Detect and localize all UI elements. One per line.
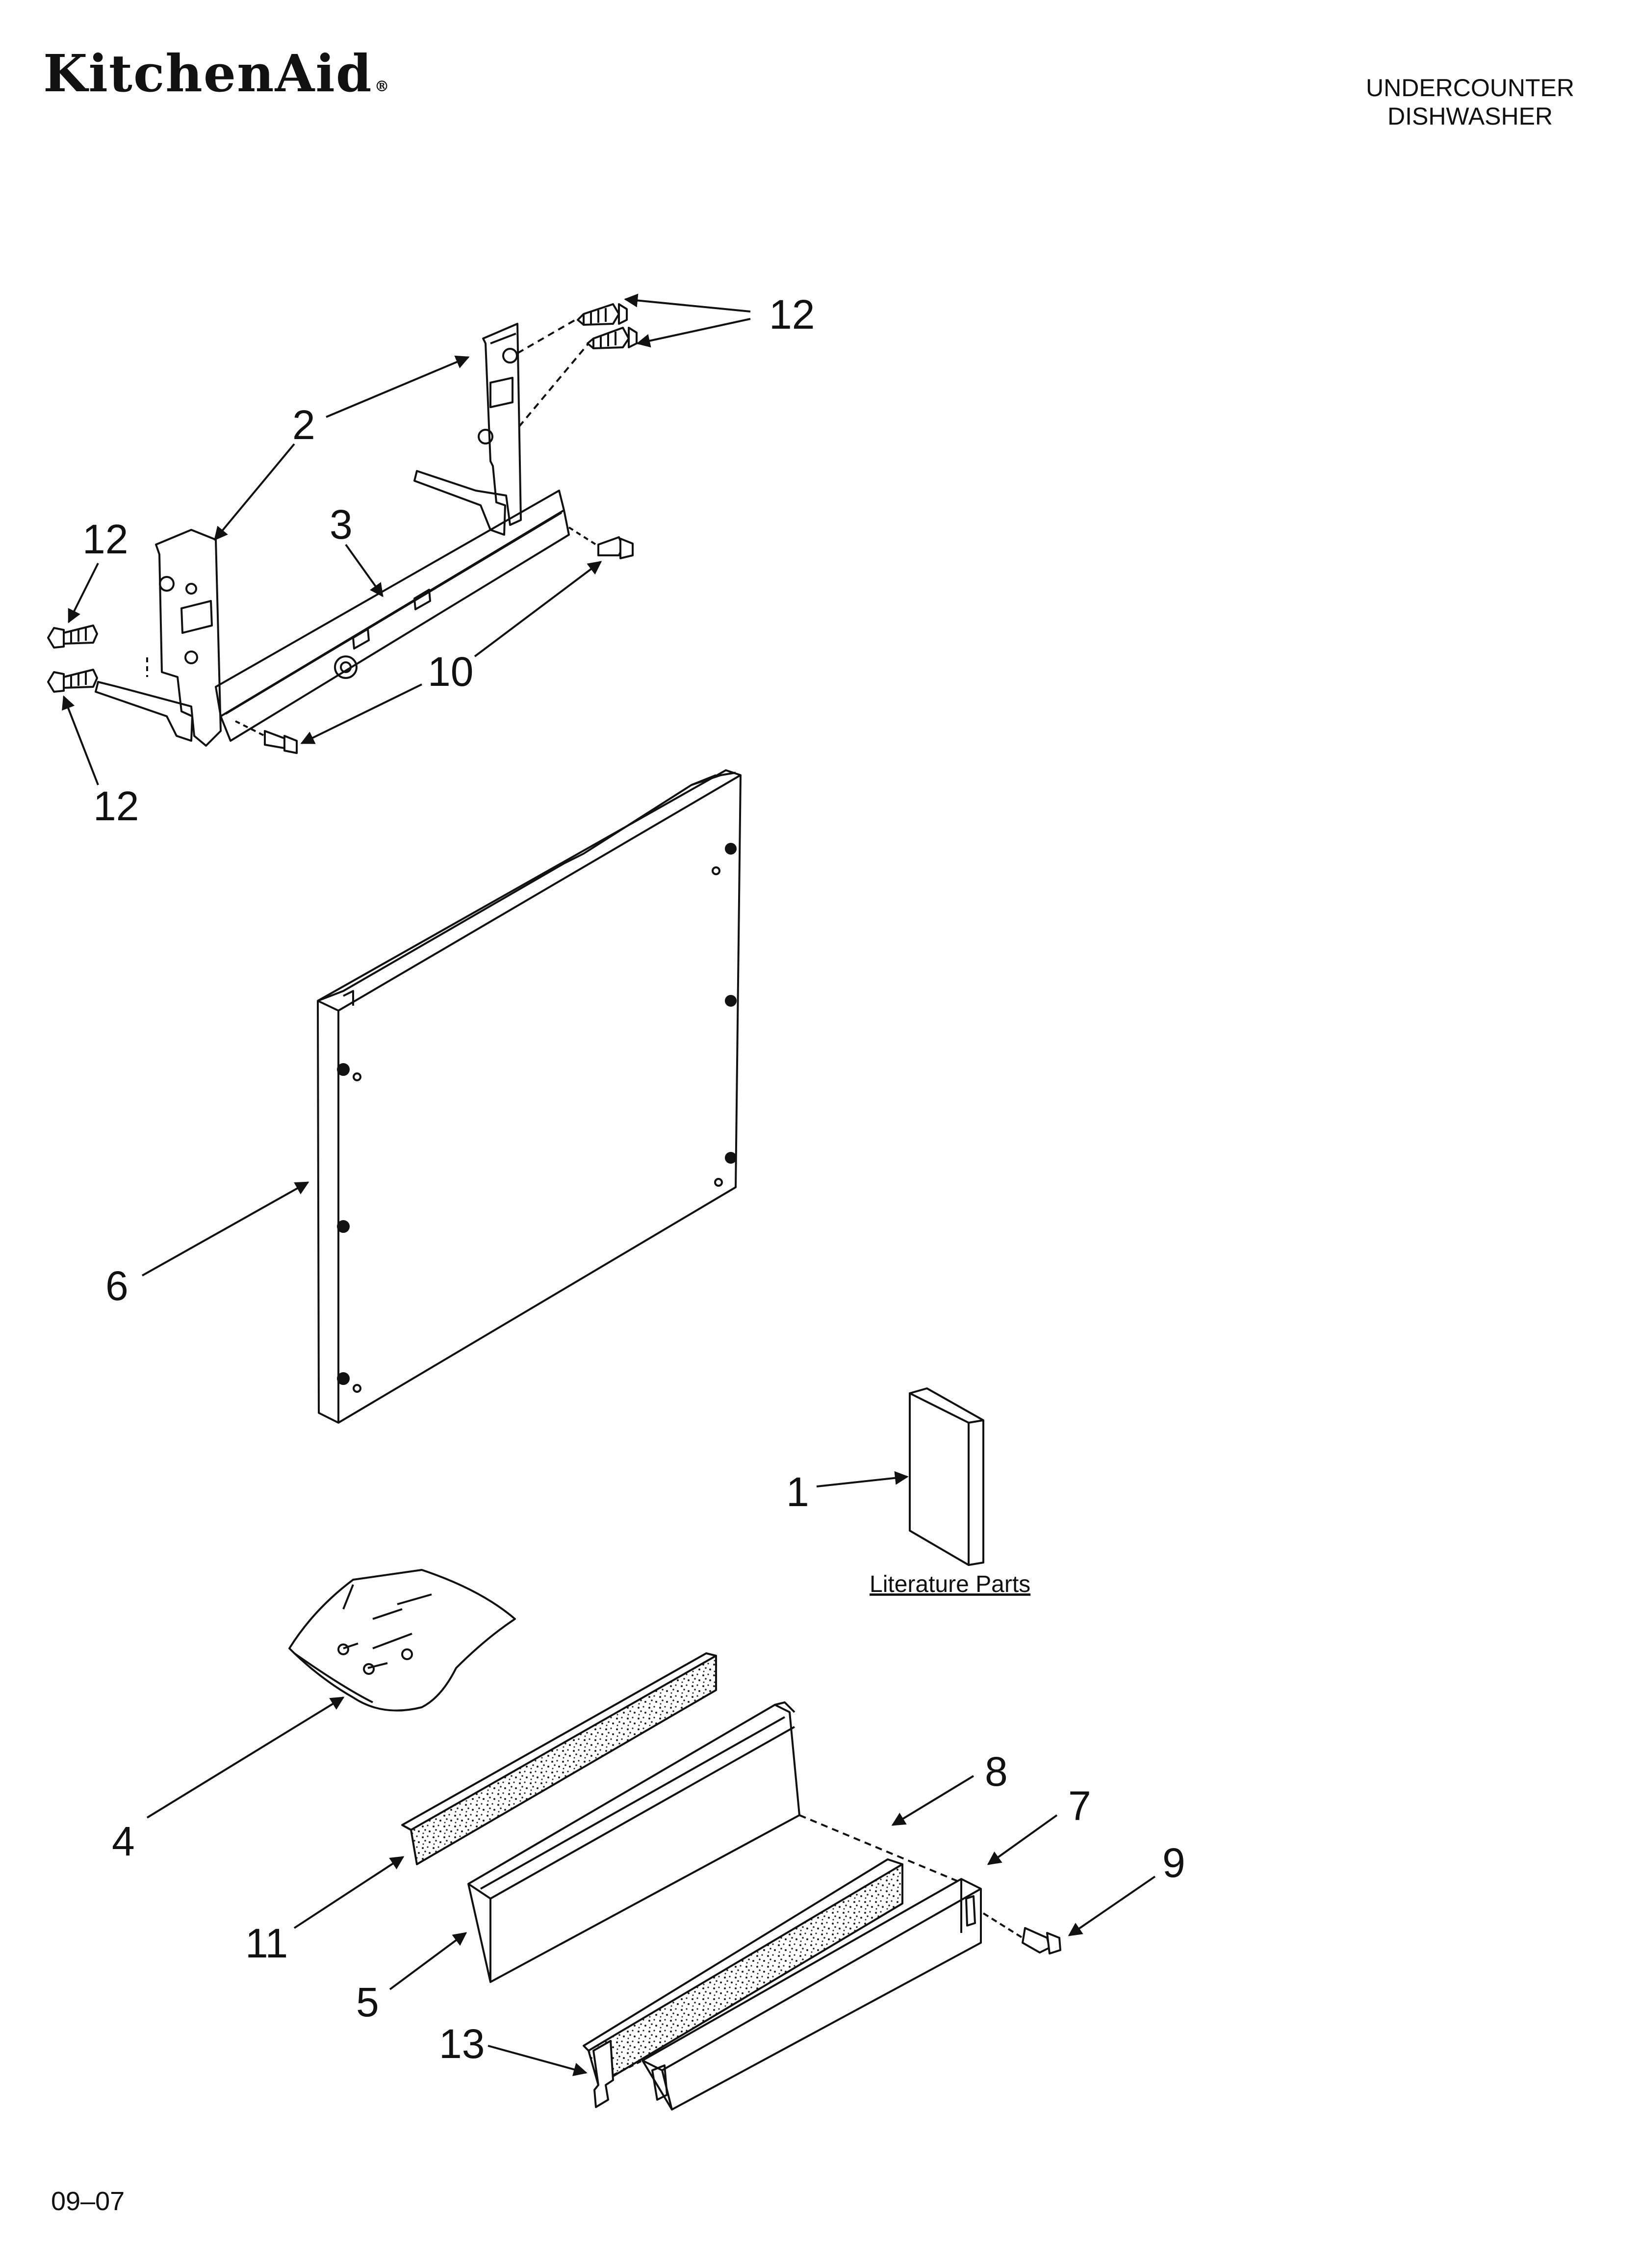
callout-1: 1 [786, 1469, 809, 1515]
callout-13: 13 [439, 2021, 485, 2067]
support-crossbar [215, 490, 570, 742]
callout-10: 10 [428, 649, 473, 695]
callout-12-top: 12 [769, 291, 815, 338]
parts-bag [288, 1569, 516, 1712]
leader-arrows [62, 293, 1156, 2076]
leader-1 [816, 1471, 909, 1487]
product-title: UNDERCOUNTER DISHWASHER [1366, 74, 1574, 130]
toe-panel [641, 1878, 982, 2111]
product-title-line2: DISHWASHER [1387, 103, 1553, 130]
leader-12a-2 [636, 318, 751, 348]
callout-3: 3 [330, 501, 353, 547]
callout-12-left-top: 12 [82, 516, 128, 562]
date-code: 09–07 [51, 2187, 125, 2216]
screw-crossbar-right [568, 526, 634, 559]
callout-5: 5 [356, 1979, 379, 2025]
screw-left-1 [47, 625, 98, 649]
leader-5 [389, 1932, 467, 1990]
leader-10b [300, 683, 422, 744]
brand-name: KitchenAid [43, 43, 373, 104]
leader-4 [146, 1696, 345, 1819]
callout-12-left-bottom: 12 [93, 783, 139, 829]
toe-panel-bracket [467, 1701, 800, 1983]
screw-upper-2 [587, 327, 638, 349]
insulation-strip-upper [401, 1652, 717, 1865]
toe-panel-screw [982, 1912, 1061, 1955]
callout-11: 11 [245, 1920, 288, 1966]
leader-13 [487, 2045, 588, 2076]
screw-upper-1 [577, 303, 628, 326]
leader-3 [345, 544, 384, 598]
callout-2: 2 [292, 402, 315, 448]
leader-12b [68, 563, 99, 624]
leader-11 [293, 1856, 405, 1929]
callout-9: 9 [1162, 1840, 1185, 1886]
leader-10a [474, 561, 602, 657]
leader-12a-1 [624, 293, 751, 313]
callout-7: 7 [1068, 1783, 1091, 1829]
leader-2b [214, 443, 295, 541]
leader-12c [62, 695, 99, 785]
left-mounting-bracket [95, 529, 222, 747]
leader-2a [326, 355, 470, 418]
screw-left-2 [47, 669, 98, 693]
brand-logo: KitchenAid® [43, 48, 390, 99]
leader-6 [142, 1181, 309, 1277]
leader-8 [891, 1775, 975, 1826]
registered-mark: ® [374, 78, 390, 95]
leader-9 [1068, 1876, 1156, 1936]
callout-4: 4 [112, 1818, 135, 1864]
callout-numbers: 12 2 3 12 10 12 6 1 4 8 7 9 11 5 13 Lite… [82, 291, 1185, 2067]
insulation-strip-lower [583, 1858, 903, 2086]
leader-7 [987, 1814, 1058, 1865]
callout-6: 6 [105, 1263, 128, 1309]
literature-parts-label: Literature Parts [870, 1571, 1030, 1597]
callout-8: 8 [985, 1748, 1008, 1795]
door-panel [317, 769, 742, 1424]
right-mounting-bracket [413, 323, 522, 536]
literature-booklet [909, 1387, 984, 1566]
product-title-line1: UNDERCOUNTER [1366, 74, 1574, 102]
retaining-clip [592, 2040, 643, 2108]
screw-crossbar-left [235, 720, 298, 754]
